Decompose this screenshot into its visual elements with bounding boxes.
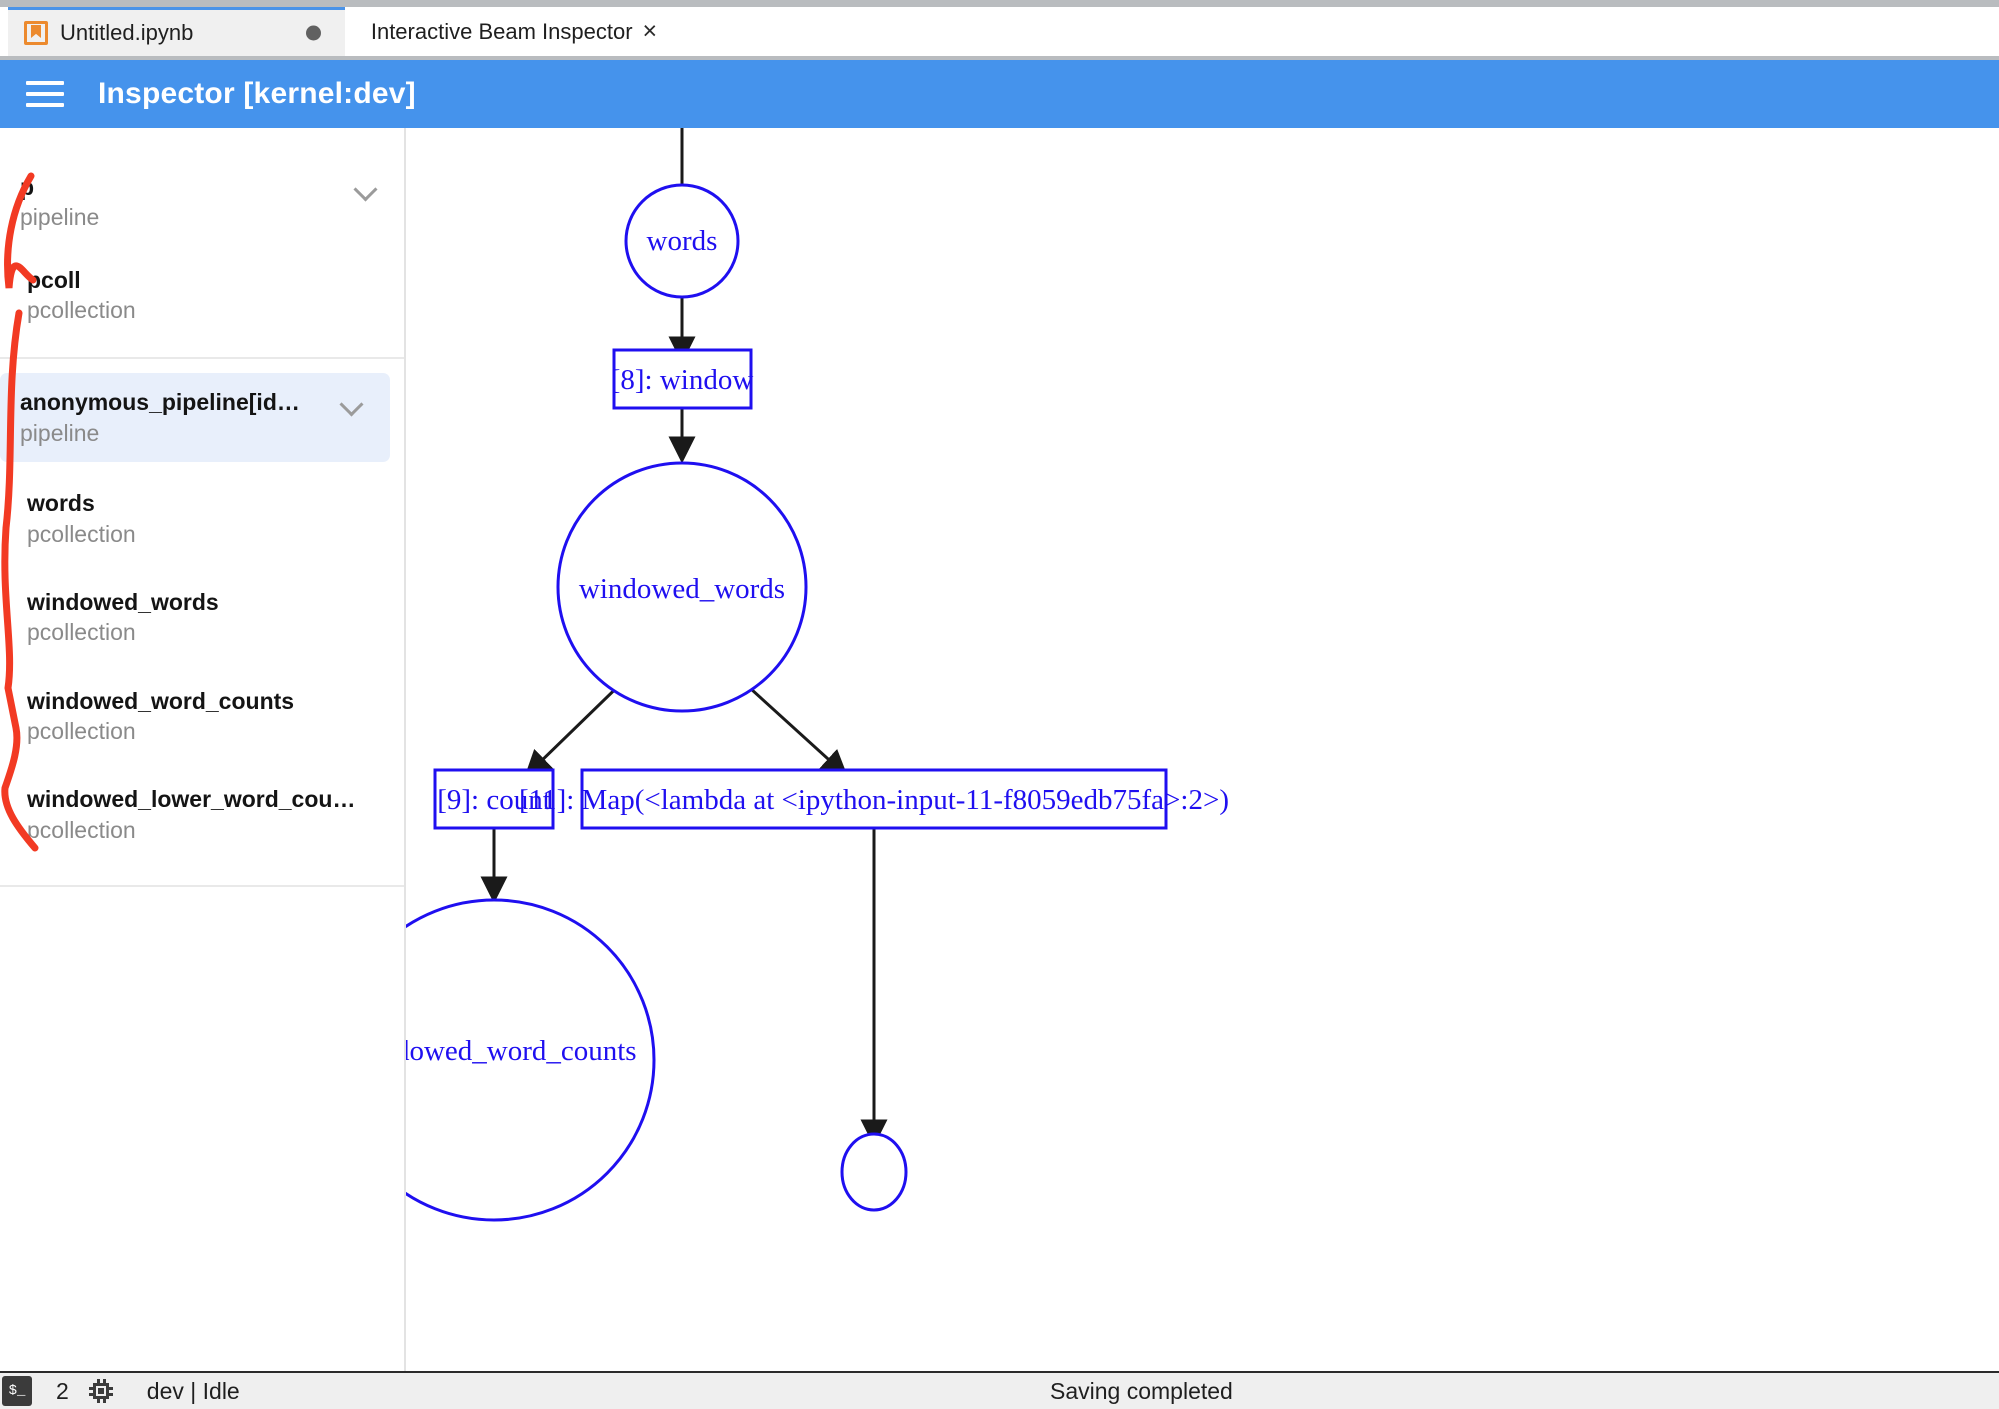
graph-node-window[interactable]: [8]: window bbox=[611, 348, 754, 410]
kernel-count: 2 bbox=[56, 1377, 69, 1404]
sidebar-item-pcoll[interactable]: pcoll pcollection bbox=[0, 247, 404, 340]
node-shape-rect bbox=[612, 348, 753, 410]
inspector-body: p pipeline pcoll pcollection anonymous_p… bbox=[0, 128, 1999, 1371]
sidebar-item-kind: pcollection bbox=[27, 816, 136, 843]
graph-node-words[interactable]: words bbox=[624, 183, 740, 299]
node-shape-rect bbox=[580, 768, 1168, 830]
sidebar-group-anonymous-pipeline: anonymous_pipeline[id:44516… pipeline wo… bbox=[0, 359, 404, 888]
graph-nodes: words [8]: window windowed_words bbox=[406, 183, 1229, 1222]
notebook-icon bbox=[24, 21, 48, 45]
window-top-strip bbox=[0, 0, 1999, 7]
node-label: windowed_word_counts bbox=[406, 1035, 637, 1067]
node-label: windowed_words bbox=[579, 573, 785, 605]
sidebar-item-kind: pcollection bbox=[27, 520, 136, 547]
sidebar-item-kind: pipeline bbox=[20, 419, 100, 446]
node-shape-ellipse bbox=[406, 898, 656, 1222]
sidebar-item-name: windowed_words bbox=[27, 588, 219, 615]
sidebar-group-p: p pipeline pcoll pcollection bbox=[0, 128, 404, 360]
node-shape-rect bbox=[433, 768, 555, 830]
sidebar-item-windowed-lower-word-counts[interactable]: windowed_lower_word_counts pcollection bbox=[0, 760, 404, 859]
graph-node-unlabeled-pcoll[interactable] bbox=[840, 1132, 908, 1212]
close-icon[interactable]: × bbox=[642, 17, 658, 45]
node-label: [11]: Map(<lambda at <ipython-input-11-f… bbox=[519, 784, 1229, 816]
chevron-down-icon[interactable] bbox=[356, 178, 378, 200]
tab-bar-divider bbox=[0, 56, 1999, 60]
sidebar-item-name: windowed_word_counts bbox=[27, 687, 295, 714]
node-label: [9]: count bbox=[437, 784, 551, 816]
graph-node-count[interactable]: [9]: count bbox=[433, 768, 555, 830]
sidebar-item-anonymous-pipeline[interactable]: anonymous_pipeline[id:44516… pipeline bbox=[0, 373, 390, 463]
page-title: Inspector [kernel:dev] bbox=[98, 77, 416, 110]
cpu-chip-icon[interactable] bbox=[88, 1379, 113, 1403]
sidebar-item-kind: pcollection bbox=[27, 717, 136, 744]
status-bar: $_ 2 dev | Idle Saving completed bbox=[0, 1371, 1999, 1409]
sidebar-item-name: p bbox=[20, 174, 35, 200]
sidebar-item-name: words bbox=[27, 490, 95, 517]
graph-node-windowed-word-counts[interactable]: windowed_word_counts bbox=[406, 898, 656, 1222]
kernel-status[interactable]: dev | Idle bbox=[146, 1377, 240, 1404]
chevron-down-icon[interactable] bbox=[342, 393, 364, 415]
node-label: [8]: window bbox=[611, 364, 754, 396]
tab-bar: Untitled.ipynb Interactive Beam Inspecto… bbox=[0, 7, 1999, 56]
node-shape-ellipse bbox=[556, 461, 808, 713]
pipeline-graph-svg: words [8]: window windowed_words bbox=[406, 128, 1229, 1222]
inspector-header: Inspector [kernel:dev] bbox=[0, 60, 1999, 128]
sidebar-item-kind: pipeline bbox=[20, 204, 100, 231]
tab-interactive-beam-inspector[interactable]: Interactive Beam Inspector × bbox=[345, 7, 683, 56]
status-message: Saving completed bbox=[1050, 1377, 1233, 1404]
sidebar-item-name: pcoll bbox=[27, 266, 81, 293]
sidebar-item-words[interactable]: words pcollection bbox=[0, 462, 404, 563]
inspectables-sidebar: p pipeline pcoll pcollection anonymous_p… bbox=[0, 128, 406, 1371]
sidebar-item-kind: pcollection bbox=[27, 619, 136, 646]
tab-untitled-notebook[interactable]: Untitled.ipynb bbox=[8, 7, 345, 56]
pipeline-graph-canvas[interactable]: words [8]: window windowed_words bbox=[406, 128, 1999, 1371]
unsaved-indicator-dot[interactable] bbox=[306, 25, 321, 41]
sidebar-item-kind: pcollection bbox=[27, 297, 136, 324]
sidebar-item-p[interactable]: p pipeline bbox=[0, 158, 404, 247]
graph-node-map-lambda[interactable]: [11]: Map(<lambda at <ipython-input-11-f… bbox=[519, 768, 1229, 830]
sidebar-item-name: windowed_lower_word_counts bbox=[27, 786, 360, 813]
tab-label: Untitled.ipynb bbox=[60, 20, 194, 45]
tab-label: Interactive Beam Inspector bbox=[370, 18, 633, 44]
sidebar-item-name: anonymous_pipeline[id:44516… bbox=[20, 389, 346, 416]
terminal-icon[interactable]: $_ bbox=[2, 1376, 32, 1406]
hamburger-icon[interactable] bbox=[26, 81, 64, 107]
graph-node-windowed-words[interactable]: windowed_words bbox=[556, 461, 808, 713]
node-shape-ellipse bbox=[840, 1132, 908, 1212]
node-label: words bbox=[647, 225, 718, 257]
sidebar-item-windowed-words[interactable]: windowed_words pcollection bbox=[0, 563, 404, 662]
node-shape-ellipse bbox=[624, 183, 740, 299]
sidebar-item-windowed-word-counts[interactable]: windowed_word_counts pcollection bbox=[0, 662, 404, 761]
